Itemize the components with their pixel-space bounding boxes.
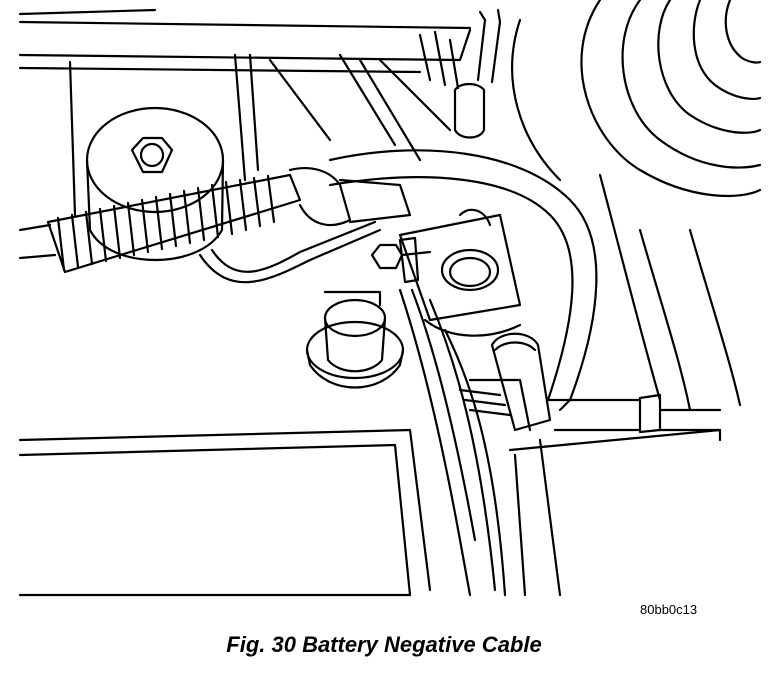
- figure-caption: Fig. 30 Battery Negative Cable: [226, 632, 542, 657]
- side-panel: [510, 430, 720, 595]
- mount-boss: [87, 108, 223, 260]
- negative-cable: [330, 150, 720, 432]
- harness-loom: [20, 168, 410, 282]
- cable-sleeve: [492, 334, 550, 430]
- terminal-clamp: [372, 210, 520, 336]
- upper-frame: [20, 10, 470, 215]
- battery-post: [307, 292, 403, 388]
- upper-connector: [420, 10, 500, 138]
- battery-case: [20, 290, 530, 595]
- strut-tower: [512, 0, 760, 410]
- figure-code: 80bb0c13: [640, 602, 698, 617]
